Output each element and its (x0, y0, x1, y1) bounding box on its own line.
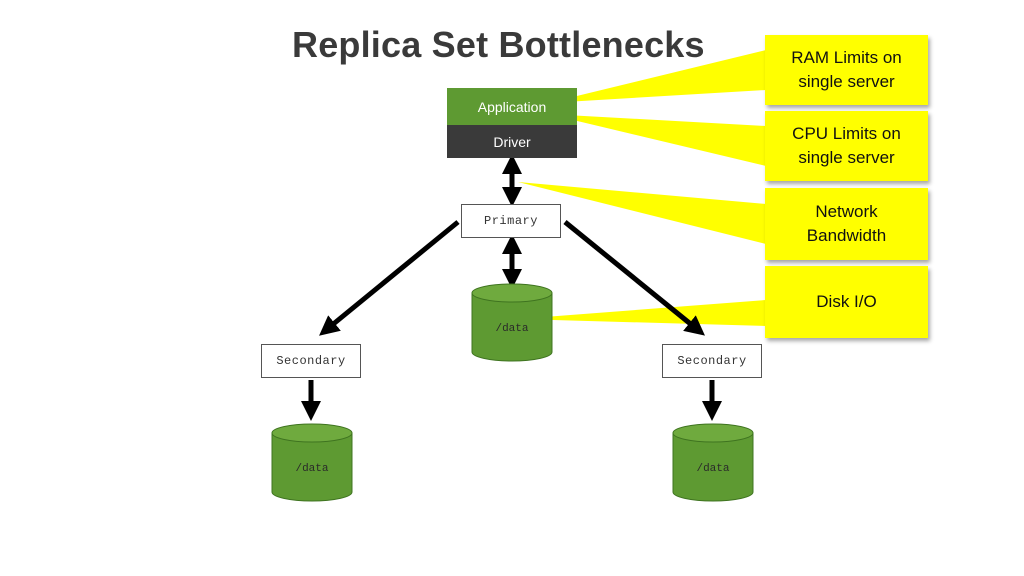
callout-pointer-disk (518, 300, 766, 326)
callout-pointer-ram (548, 50, 766, 103)
arrow-primary-secondary-right (563, 220, 705, 336)
application-label: Application (477, 98, 547, 115)
primary-node: Primary (461, 204, 561, 238)
application-box: Application (447, 88, 577, 125)
disk-secondary-right: /data (672, 423, 754, 502)
driver-box: Driver (447, 125, 577, 158)
disk-primary: /data (471, 283, 553, 362)
secondary-node-left-label: Secondary (276, 354, 346, 368)
callout-ram-limits: RAM Limits on single server (765, 35, 928, 105)
page-title: Replica Set Bottlenecks (292, 24, 705, 65)
disk-primary-label: /data (495, 323, 528, 335)
secondary-node-right: Secondary (662, 344, 762, 378)
disk-secondary-right-label: /data (696, 463, 729, 475)
disk-secondary-left-label: /data (295, 463, 328, 475)
secondary-node-left: Secondary (261, 344, 361, 378)
callout-cpu-limits-text: CPU Limits on single server (792, 124, 901, 167)
callout-disk-io-text: Disk I/O (816, 292, 877, 311)
callout-pointer-cpu (548, 114, 766, 166)
secondary-node-right-label: Secondary (677, 354, 747, 368)
primary-node-label: Primary (484, 214, 538, 228)
callout-network-bandwidth: Network Bandwidth (765, 188, 928, 260)
callout-disk-io: Disk I/O (765, 266, 928, 338)
disk-secondary-left: /data (271, 423, 353, 502)
driver-label: Driver (493, 133, 531, 150)
callout-pointer-network (518, 182, 766, 244)
arrow-primary-secondary-left (319, 220, 460, 336)
callout-network-bandwidth-text: Network Bandwidth (806, 202, 887, 245)
callout-ram-limits-text: RAM Limits on single server (791, 48, 902, 91)
callout-cpu-limits: CPU Limits on single server (765, 111, 928, 181)
